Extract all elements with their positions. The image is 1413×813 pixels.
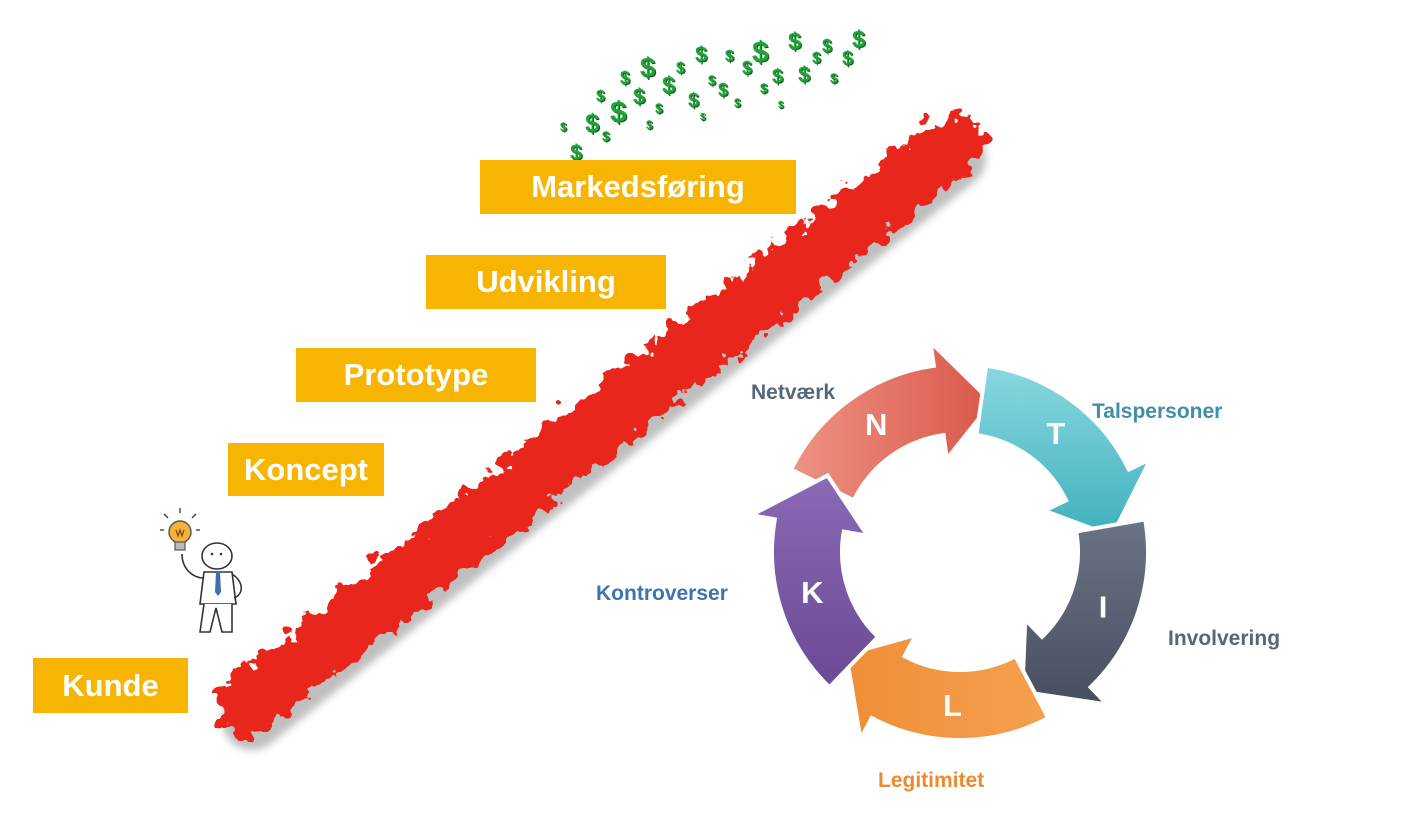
dollar-sign-icon: $ [646,118,653,132]
step-markedsforing: Markedsføring [480,160,796,214]
cycle-label-kontroverser: Kontroverser [596,582,728,605]
step-udvikling: Udvikling [426,255,666,309]
dollar-sign-icon: $ [585,108,600,138]
dollar-sign-icon: $ [798,62,811,87]
dollar-sign-icon: $ [688,90,700,112]
cycle-letter-k: K [801,575,824,610]
step-prototype: Prototype [296,348,536,402]
dollar-sign-icon: $ [812,50,821,67]
dollar-sign-icon: $ [772,66,784,88]
dollar-sign-icon: $ [852,26,866,53]
step-koncept: Koncept [228,443,384,496]
dollar-sign-icon: $ [778,100,784,111]
dollar-sign-icon: $ [610,96,627,129]
dollar-sign-icon: $ [842,48,854,70]
dollar-sign-icon: $ [560,120,567,134]
dollar-sign-icon: $ [620,68,631,88]
dollar-sign-icon: $ [602,128,610,144]
cycle-arrow-t [974,363,1155,539]
dollar-sign-icon: $ [830,70,838,86]
cycle-label-legitimitet: Legitimitet [878,769,985,792]
dollar-sign-icon: $ [596,88,605,105]
cycle-letter-t: T [1046,416,1065,451]
dollar-sign-icon: $ [708,72,716,88]
dollar-sign-icon: $ [760,80,768,96]
dollar-sign-icon: $ [570,140,583,165]
cycle-letter-i: I [1099,589,1108,624]
person-with-idea-icon [160,508,243,633]
cycle-label-netvaerk: Netværk [751,381,836,404]
cycle-arrow-k [745,472,881,691]
dollar-sign-icon: $ [742,58,753,78]
dollar-sign-icon: $ [700,112,706,123]
cycle-letter-n: N [865,407,887,442]
dollar-sign-icon: $ [725,48,734,65]
dollar-sign-icon: $ [640,52,656,83]
dollar-sign-icon: $ [734,96,741,110]
dollar-sign-icon: $ [655,100,663,116]
dollar-sign-icon: $ [822,36,833,56]
dollar-sign-icon: $ [676,60,685,77]
cycle-label-involvering: Involvering [1168,627,1281,650]
dollar-sign-icon: $ [752,36,769,69]
cycle-label-talspersoner: Talspersoner [1092,400,1223,423]
cycle-arrow-n [788,336,995,503]
dollar-sign-icon: $ [633,84,646,109]
dollar-sign-icon: $ [718,80,729,100]
step-kunde: Kunde [33,658,188,713]
cycle-arrow-l [844,631,1051,746]
dollar-sign-icon: $ [788,28,802,55]
cycle-arrow-i [1020,517,1150,708]
dollar-sign-icon: $ [662,72,676,99]
cycle-letter-l: L [943,688,962,723]
dollar-sign-icon: $ [695,42,708,67]
